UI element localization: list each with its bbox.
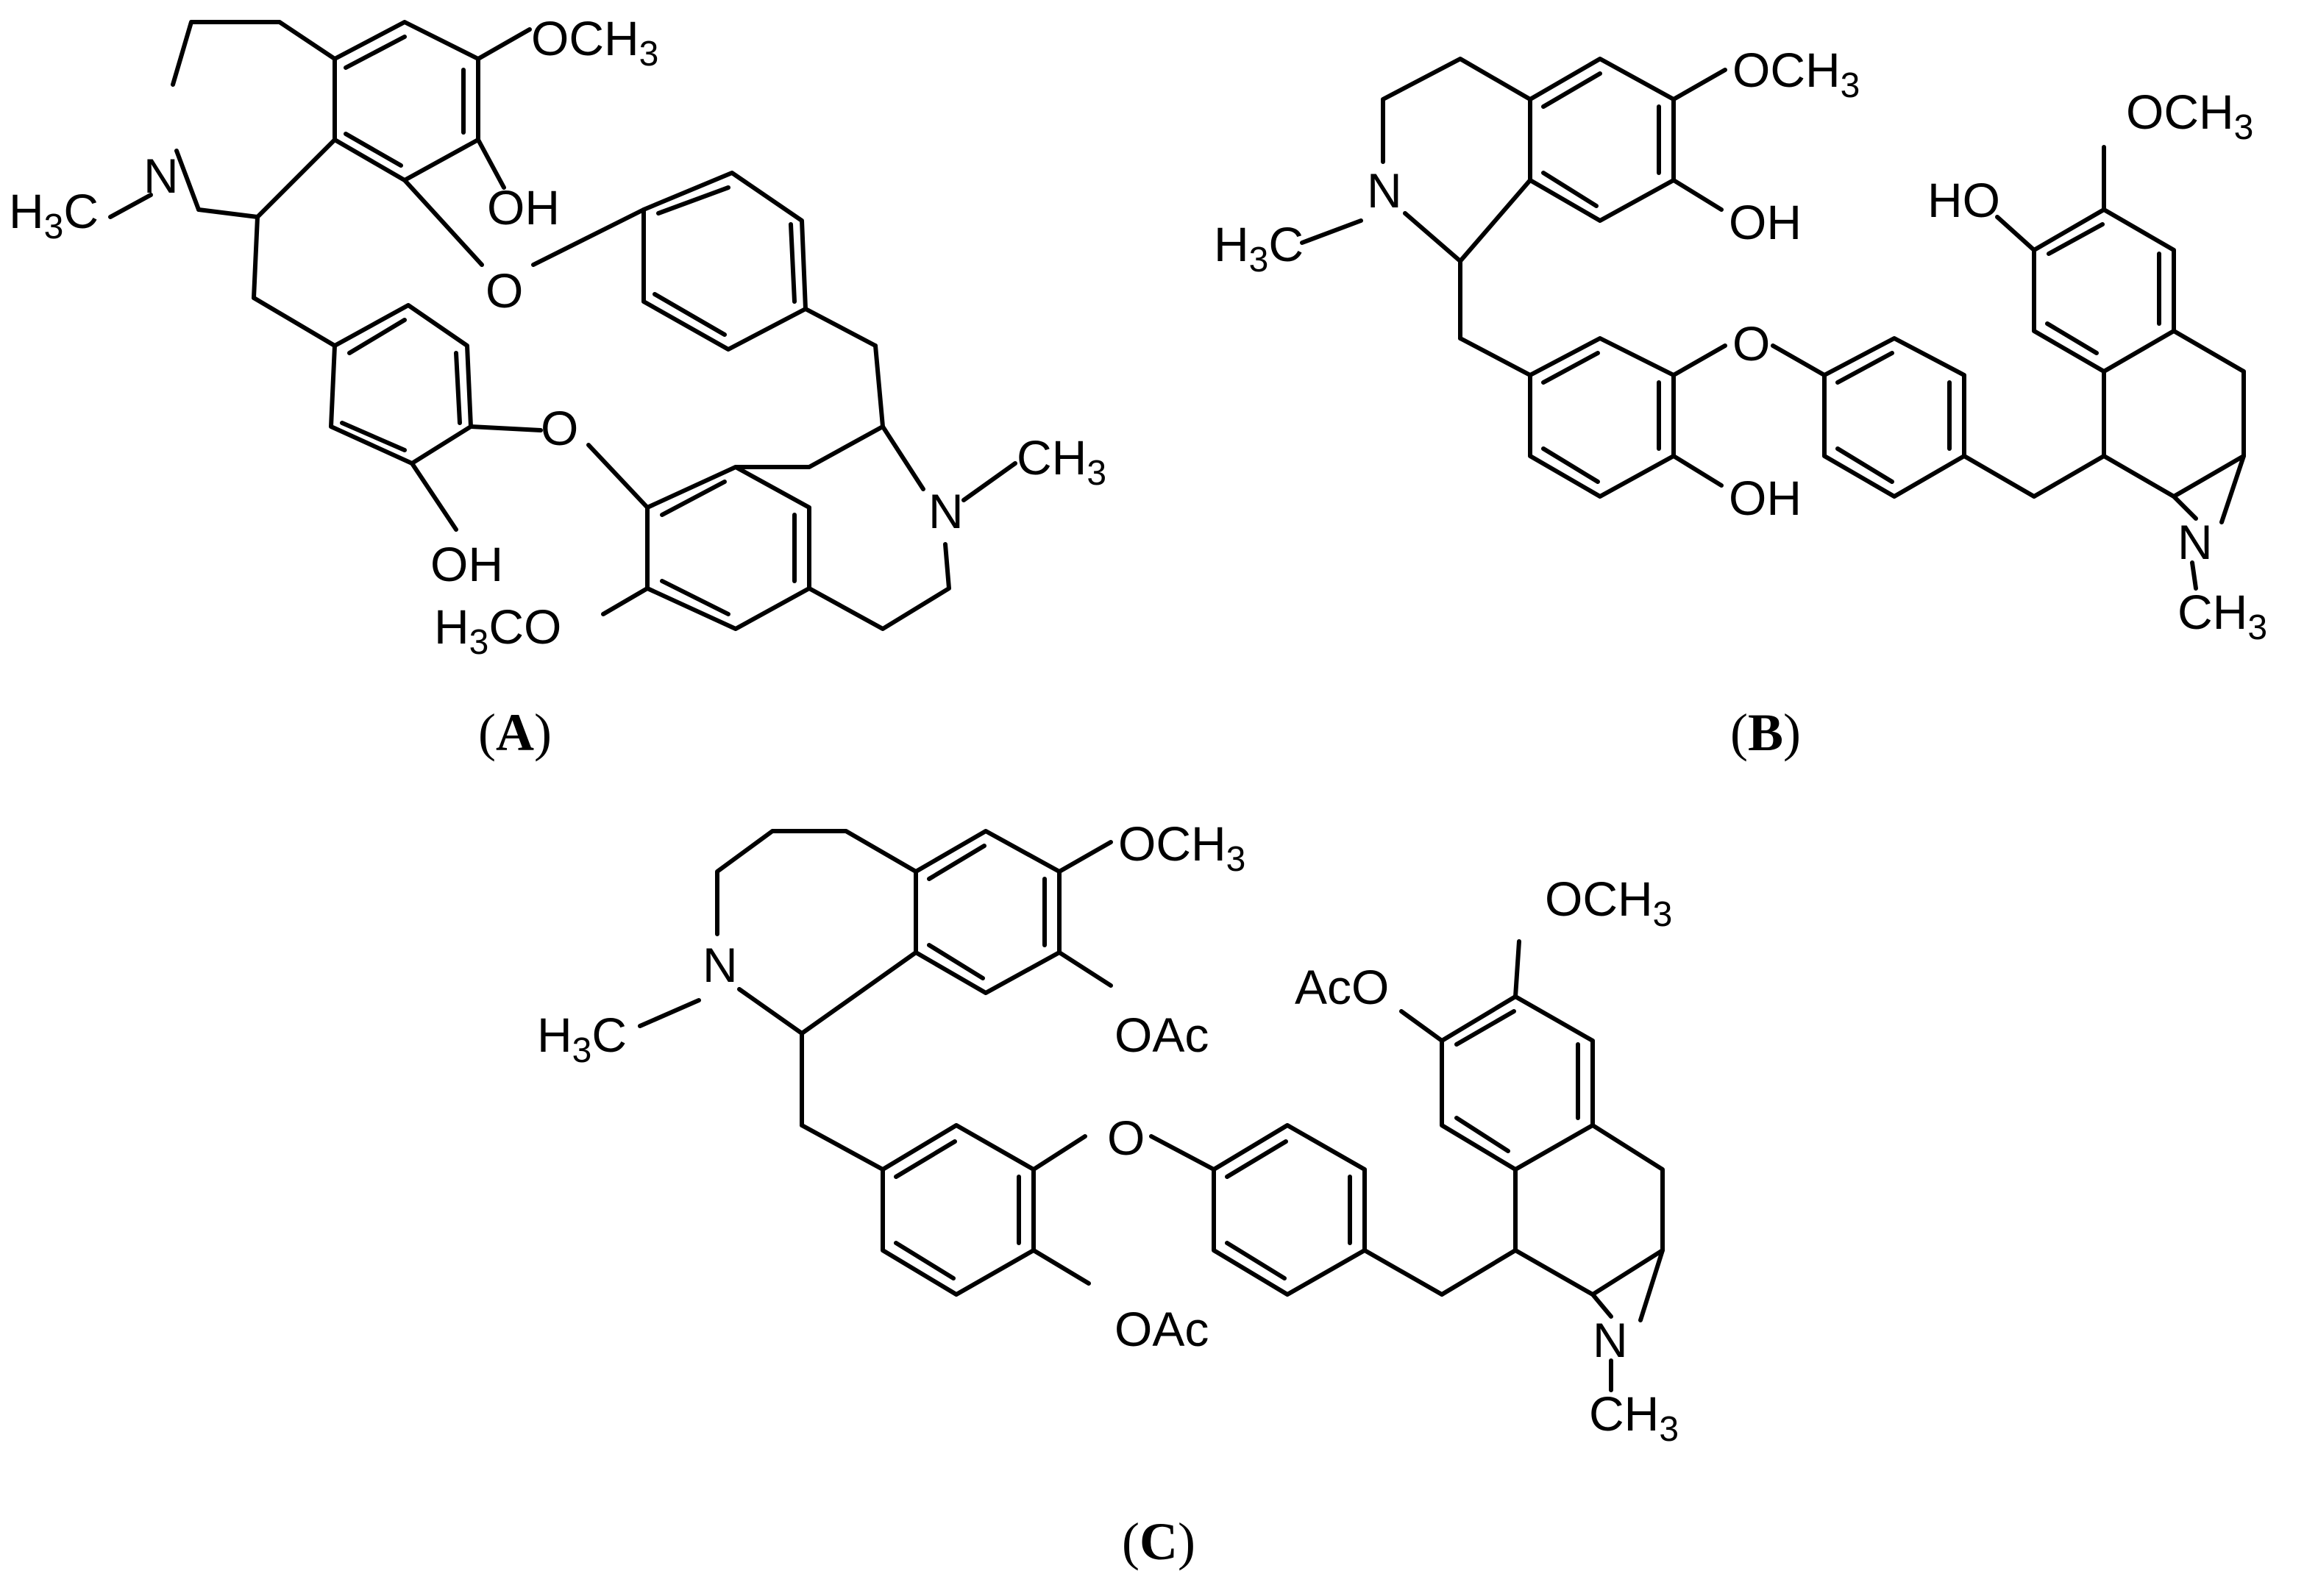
a-oh-top: OH bbox=[487, 180, 560, 235]
a-n-left: N bbox=[143, 149, 179, 203]
a-oh-bottom: OH bbox=[430, 537, 503, 591]
a-ch3-right: CH3 bbox=[1017, 430, 1106, 493]
a-n-right: N bbox=[928, 484, 964, 538]
b-ch3: CH3 bbox=[2177, 585, 2267, 647]
caption-c: (C) bbox=[1122, 1512, 1195, 1571]
b-h3c: H3C bbox=[1214, 217, 1304, 279]
c-h3c: H3C bbox=[537, 1008, 627, 1070]
structure-c: OCH3 OAc N H3C O OAc OCH3 AcO N CH3 (C) bbox=[537, 816, 1679, 1571]
structure-a-labels: OCH3 OH N H3C O O N CH3 OH H3CO bbox=[9, 11, 1106, 662]
b-ho: HO bbox=[1927, 173, 2000, 227]
a-h3co-bottom: H3CO bbox=[434, 599, 561, 662]
b-och3-1: OCH3 bbox=[1732, 43, 1860, 105]
b-oh-2: OH bbox=[1729, 471, 1802, 525]
b-och3-2: OCH3 bbox=[2126, 85, 2253, 147]
b-n-right: N bbox=[2177, 515, 2213, 569]
c-oac-1: OAc bbox=[1114, 1008, 1209, 1062]
caption-b: (B) bbox=[1730, 703, 1801, 762]
a-ether-o-1: O bbox=[486, 263, 523, 318]
c-ether-o: O bbox=[1107, 1111, 1145, 1165]
c-n-left: N bbox=[703, 938, 738, 992]
b-ether-o: O bbox=[1732, 316, 1770, 371]
structure-b-labels: OCH3 OH N H3C O OH OCH3 HO N CH3 bbox=[1214, 43, 2267, 647]
a-h3c-left: H3C bbox=[9, 184, 99, 246]
a-ether-o-2: O bbox=[541, 401, 578, 455]
c-aco: AcO bbox=[1295, 960, 1389, 1014]
structure-b: OCH3 OH N H3C O OH OCH3 HO N CH3 (B) bbox=[1214, 43, 2267, 762]
structure-c-labels: OCH3 OAc N H3C O OAc OCH3 AcO N CH3 bbox=[537, 816, 1679, 1449]
c-ch3: CH3 bbox=[1589, 1386, 1679, 1449]
structure-b-bonds bbox=[1300, 57, 2246, 591]
b-oh-1: OH bbox=[1729, 195, 1802, 249]
a-och3-top: OCH3 bbox=[531, 11, 658, 74]
structure-c-bonds bbox=[638, 829, 1665, 1392]
caption-a: (A) bbox=[478, 703, 552, 762]
structure-a-bonds bbox=[108, 20, 1017, 631]
b-n-left: N bbox=[1367, 163, 1402, 218]
c-och3-1: OCH3 bbox=[1118, 816, 1245, 879]
structure-a: OCH3 OH N H3C O O N CH3 OH H3CO (A) bbox=[9, 11, 1106, 762]
c-och3-2: OCH3 bbox=[1545, 872, 1672, 934]
c-n-right: N bbox=[1593, 1313, 1628, 1367]
c-oac-2: OAc bbox=[1114, 1302, 1209, 1356]
